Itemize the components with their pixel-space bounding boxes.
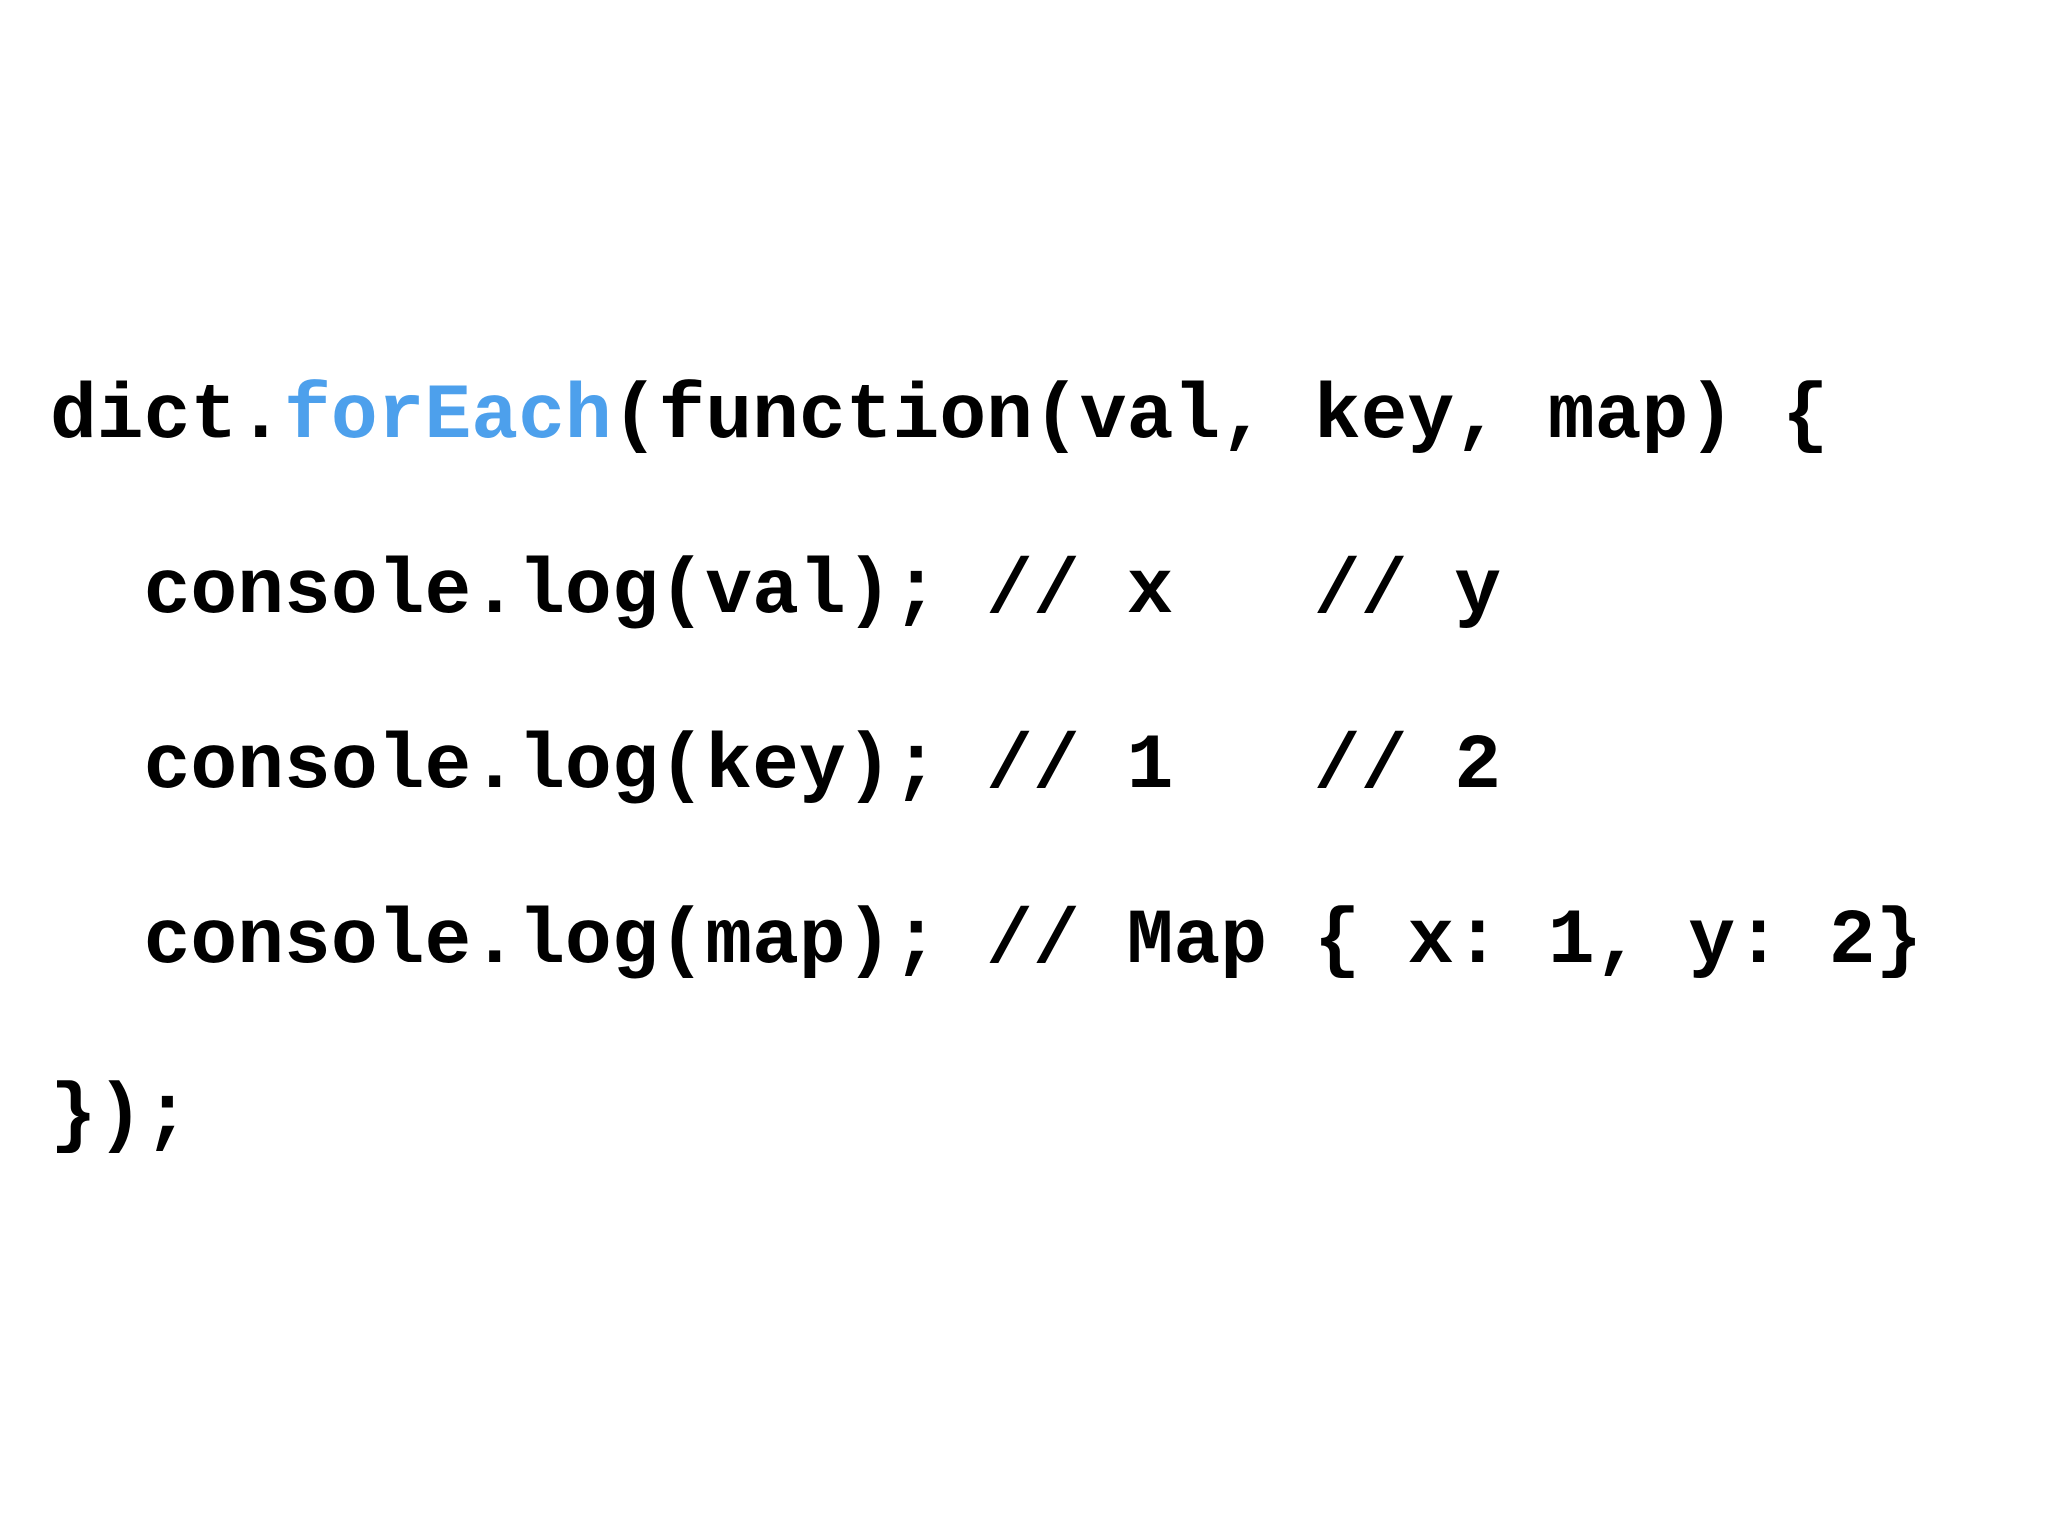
code-line-2: console.log(val); // x // y: [50, 505, 1922, 680]
code-token-log-val: console.log(val); // x // y: [50, 548, 1502, 636]
code-line-3: console.log(key); // 1 // 2: [50, 680, 1922, 855]
code-token-dict: dict.: [50, 373, 285, 461]
code-line-4: console.log(map); // Map { x: 1, y: 2}: [50, 855, 1923, 1030]
code-token-log-key: console.log(key); // 1 // 2: [50, 723, 1502, 811]
code-token-function-args: (function(val, key, map) {: [611, 373, 1829, 461]
code-line-1: dict.forEach(function(val, key, map) {: [50, 330, 1922, 505]
code-token-log-map: console.log(map); // Map { x: 1, y: 2}: [50, 898, 1923, 986]
code-line-5: });: [50, 1030, 1922, 1205]
code-block: dict.forEach(function(val, key, map) { c…: [50, 330, 1922, 1205]
code-token-closing: });: [50, 1073, 191, 1161]
foreach-method-token: forEach: [284, 373, 612, 461]
